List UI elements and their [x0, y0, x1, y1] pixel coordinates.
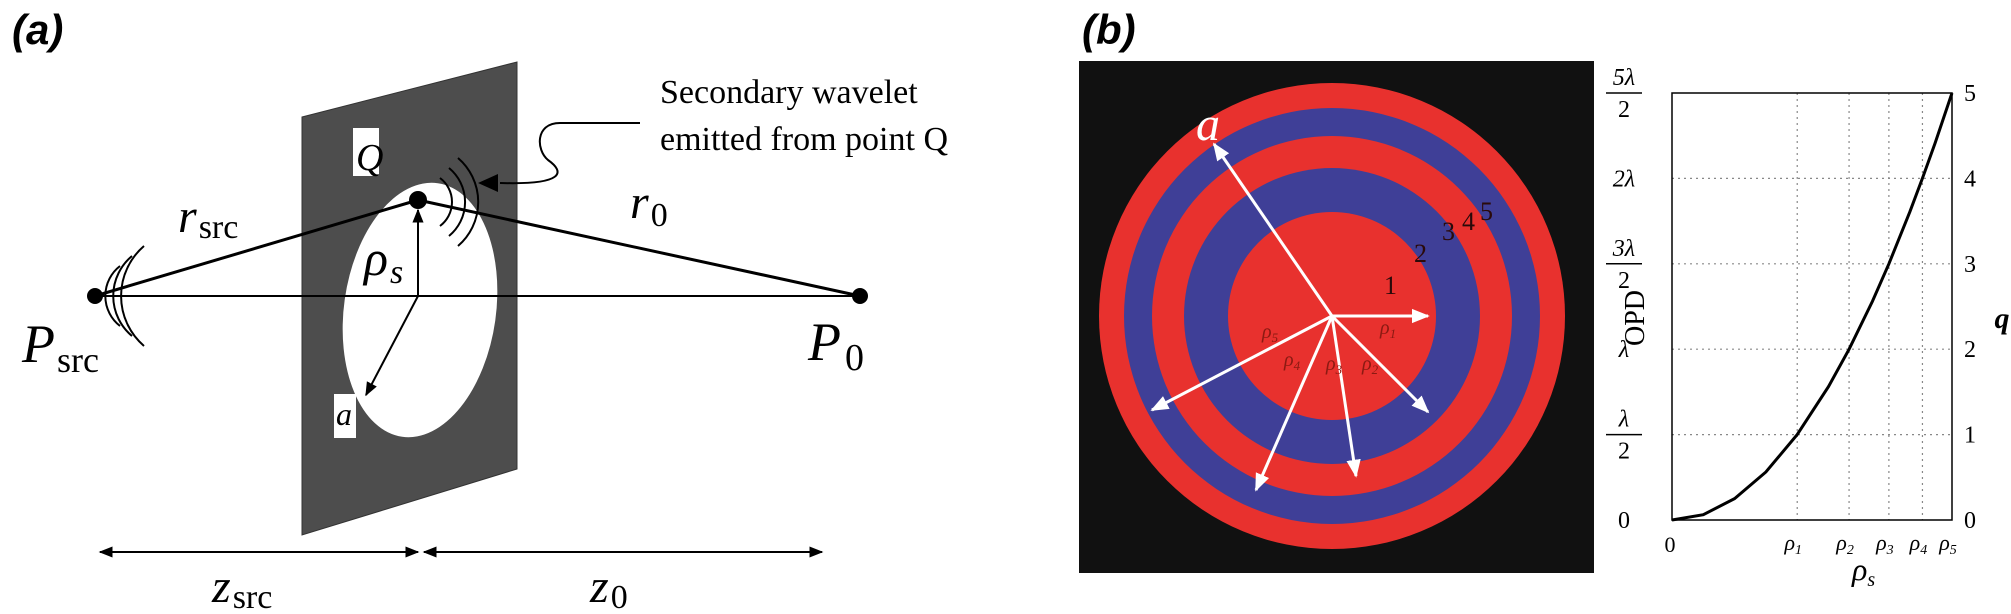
z-0-label: z0 [589, 560, 628, 614]
zone-arrows [1150, 142, 1430, 492]
rho-4-arrow [1254, 315, 1334, 492]
panel-a-label: (a) [12, 6, 63, 53]
left-tick-num-1: λ [1618, 407, 1629, 433]
point-p-src [87, 288, 103, 304]
callout-leader [499, 122, 640, 185]
zone-rho-3: ρ3 [1325, 353, 1343, 377]
x-tick-5: ρ5 [1938, 530, 1957, 558]
left-tick-0: 0 [1618, 508, 1630, 534]
panel-b-label: (b) [1082, 6, 1136, 53]
callout-line-2: emitted from point Q [660, 121, 948, 158]
zone-rho-4: ρ4 [1283, 349, 1301, 373]
right-tick-2: 2 [1964, 337, 1976, 363]
p-src-label: Psrc [21, 314, 99, 380]
ray-src-to-q [94, 198, 419, 298]
q-label-box [353, 128, 379, 176]
x-tick-1: ρ1 [1783, 530, 1802, 558]
x-axis-label-rho-s: ρs [1851, 551, 1875, 591]
rho-3-arrow [1330, 315, 1361, 478]
y2-axis-label-q: q [1995, 302, 2010, 335]
panel-a: (a) Q a Seconda [12, 6, 948, 614]
x-tick-3: ρ3 [1875, 530, 1894, 558]
rho-2-arrow [1330, 314, 1430, 414]
source-wavefront-arcs [104, 245, 145, 347]
point-p0 [852, 288, 868, 304]
left-tick-num-3: 3λ [1612, 236, 1635, 262]
a-label-box [334, 394, 356, 438]
callout-arrowhead [478, 174, 498, 192]
zone-rho-2: ρ2 [1361, 353, 1379, 377]
right-tick-0: 0 [1964, 508, 1976, 534]
zone-rho-5: ρ5 [1261, 321, 1279, 345]
left-tick-den-1: 2 [1618, 439, 1630, 465]
r-0-label: r0 [630, 176, 668, 234]
r-src-label: rsrc [178, 190, 238, 246]
right-tick-1: 1 [1964, 423, 1976, 449]
right-tick-4: 4 [1964, 166, 1976, 192]
left-tick-4: 2λ [1613, 166, 1635, 192]
left-tick-num-5: 5λ [1613, 65, 1635, 91]
plot-frame [1671, 92, 1953, 521]
chart-gridlines [1672, 93, 1952, 520]
zone-number-1: 1 [1384, 271, 1397, 300]
x-tick-2: ρ2 [1835, 530, 1854, 558]
left-tick-2: λ [1618, 337, 1629, 363]
rho-5-arrow [1150, 314, 1333, 412]
fresnel-zone-plate: a 1 2 3 4 5 ρ1 ρ2 ρ3 ρ4 ρ5 [1079, 61, 1594, 573]
zone-number-5: 5 [1480, 197, 1493, 226]
secondary-wavelet-arcs [439, 157, 480, 247]
rho-s-label: ρs [362, 230, 403, 291]
right-tick-5: 5 [1964, 81, 1976, 107]
x-tick-4: ρ4 [1909, 530, 1928, 558]
aperture-radius-arrow [1212, 142, 1334, 317]
zone-number-2: 2 [1414, 239, 1427, 268]
q-label: Q [356, 137, 383, 179]
panel-b: (b) a 1 2 3 4 5 ρ1 ρ2 [1079, 6, 2010, 591]
zone-aperture-label: a [1196, 98, 1220, 151]
left-tick-den-5: 2 [1618, 97, 1630, 123]
ray-q-to-p0 [417, 198, 861, 298]
point-q [409, 191, 427, 209]
callout-line-1: Secondary wavelet [660, 74, 918, 111]
z-src-label: zsrc [211, 560, 272, 614]
radius-a-arrow [365, 295, 419, 397]
zone-number-4: 4 [1462, 207, 1475, 236]
y-axis-label-opd: OPD [1620, 290, 1651, 346]
zone-number-3: 3 [1442, 217, 1455, 246]
right-tick-3: 3 [1964, 252, 1976, 278]
opd-curve [1671, 92, 1954, 522]
left-tick-den-3: 2 [1618, 268, 1630, 294]
a-label: a [336, 396, 352, 432]
x-tick-origin: 0 [1665, 532, 1676, 557]
zone-rho-1: ρ1 [1379, 317, 1396, 341]
